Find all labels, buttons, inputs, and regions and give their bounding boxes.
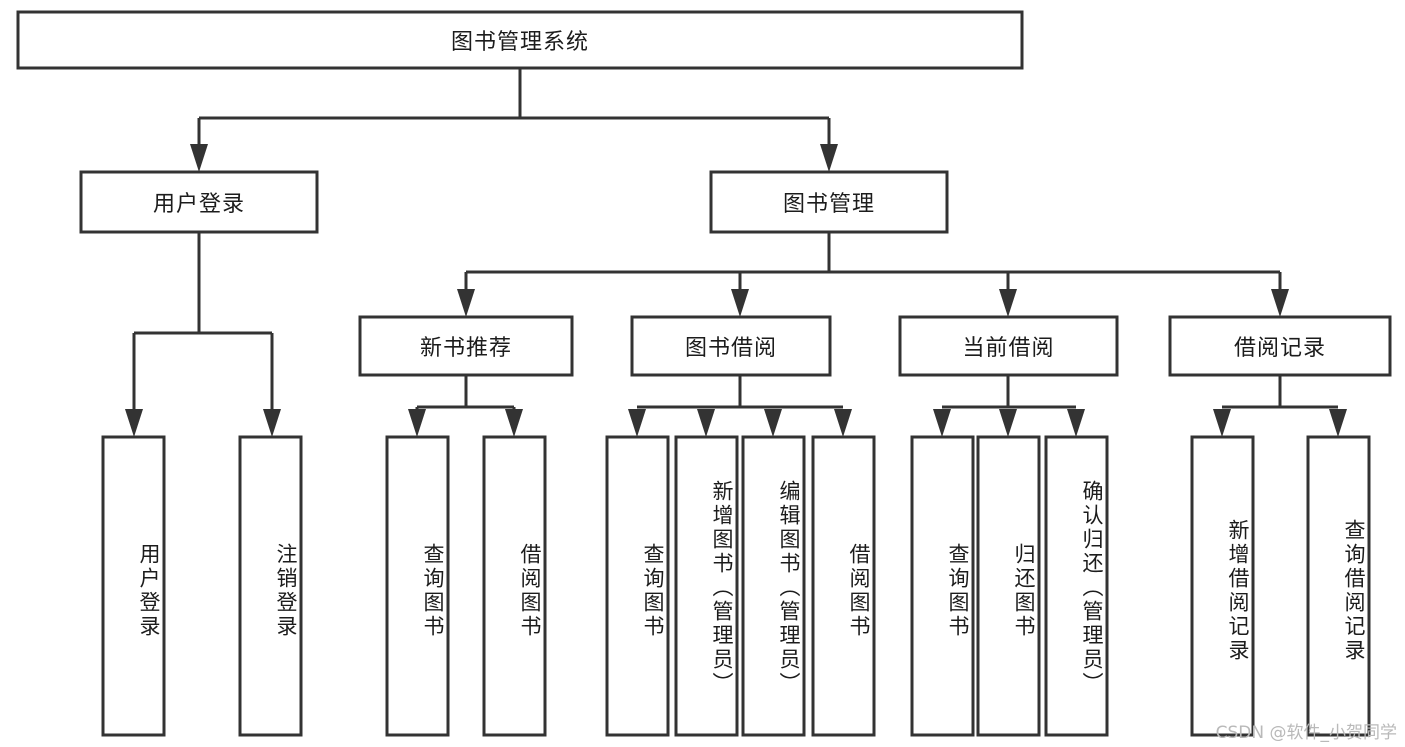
arrow-head-userlogin-1: [125, 409, 143, 437]
node-box-leaf-borrow-book-2[interactable]: [811, 435, 876, 737]
arrow-head-bookmanage-4: [1271, 289, 1289, 317]
connector-group-root: [190, 68, 838, 172]
node-box-borrow-record[interactable]: [1168, 315, 1392, 377]
node-box-root[interactable]: [16, 10, 1024, 70]
arrow-head-borrow-4: [834, 409, 852, 437]
arrow-head-borrow-1: [628, 409, 646, 437]
node-box-leaf-borrow-book-1[interactable]: [482, 435, 547, 737]
node-box-book-manage[interactable]: [709, 170, 949, 234]
arrow-head-userlogin-2: [263, 409, 281, 437]
arrow-head-bookmanage-2: [731, 289, 749, 317]
arrow-head-bookmanage-3: [999, 289, 1017, 317]
connector-group-new-book: [408, 375, 523, 437]
watermark-text: CSDN @软件_小贺同学: [1215, 723, 1397, 743]
arrow-head-borrow-2: [697, 409, 715, 437]
arrow-head-bookmanage-1: [457, 289, 475, 317]
node-box-leaf-edit-book[interactable]: [741, 435, 806, 737]
arrow-head-root-2: [820, 144, 838, 172]
arrow-head-borrowrecord-1: [1213, 409, 1231, 437]
arrow-head-currentborrow-3: [1067, 409, 1085, 437]
node-box-leaf-query-record[interactable]: [1306, 435, 1371, 737]
node-box-leaf-add-record[interactable]: [1190, 435, 1255, 737]
node-box-leaf-query-book-3[interactable]: [910, 435, 975, 737]
arrow-head-newbook-1: [408, 409, 426, 437]
node-box-leaf-return-book[interactable]: [976, 435, 1041, 737]
node-box-leaf-user-login[interactable]: [101, 435, 166, 737]
arrow-head-root-1: [190, 144, 208, 172]
node-box-leaf-confirm-return[interactable]: [1044, 435, 1109, 737]
arrow-head-borrowrecord-2: [1329, 409, 1347, 437]
arrow-head-newbook-2: [505, 409, 523, 437]
node-box-leaf-query-book-1[interactable]: [385, 435, 450, 737]
connector-group-current-borrow: [933, 375, 1085, 437]
connector-group-user-login: [125, 232, 281, 437]
node-box-new-book-recommend[interactable]: [358, 315, 574, 377]
arrow-head-borrow-3: [764, 409, 782, 437]
node-box-current-borrow[interactable]: [898, 315, 1119, 377]
arrow-head-currentborrow-2: [999, 409, 1017, 437]
node-box-book-borrow[interactable]: [630, 315, 832, 377]
node-box-leaf-query-book-2[interactable]: [605, 435, 670, 737]
arrow-head-currentborrow-1: [933, 409, 951, 437]
node-box-leaf-add-book[interactable]: [674, 435, 739, 737]
connector-group-borrow: [628, 375, 852, 437]
connector-group-book-manage: [457, 232, 1289, 317]
node-box-user-login[interactable]: [79, 170, 319, 234]
node-box-leaf-logout[interactable]: [238, 435, 303, 737]
connector-group-borrow-record: [1213, 375, 1347, 437]
